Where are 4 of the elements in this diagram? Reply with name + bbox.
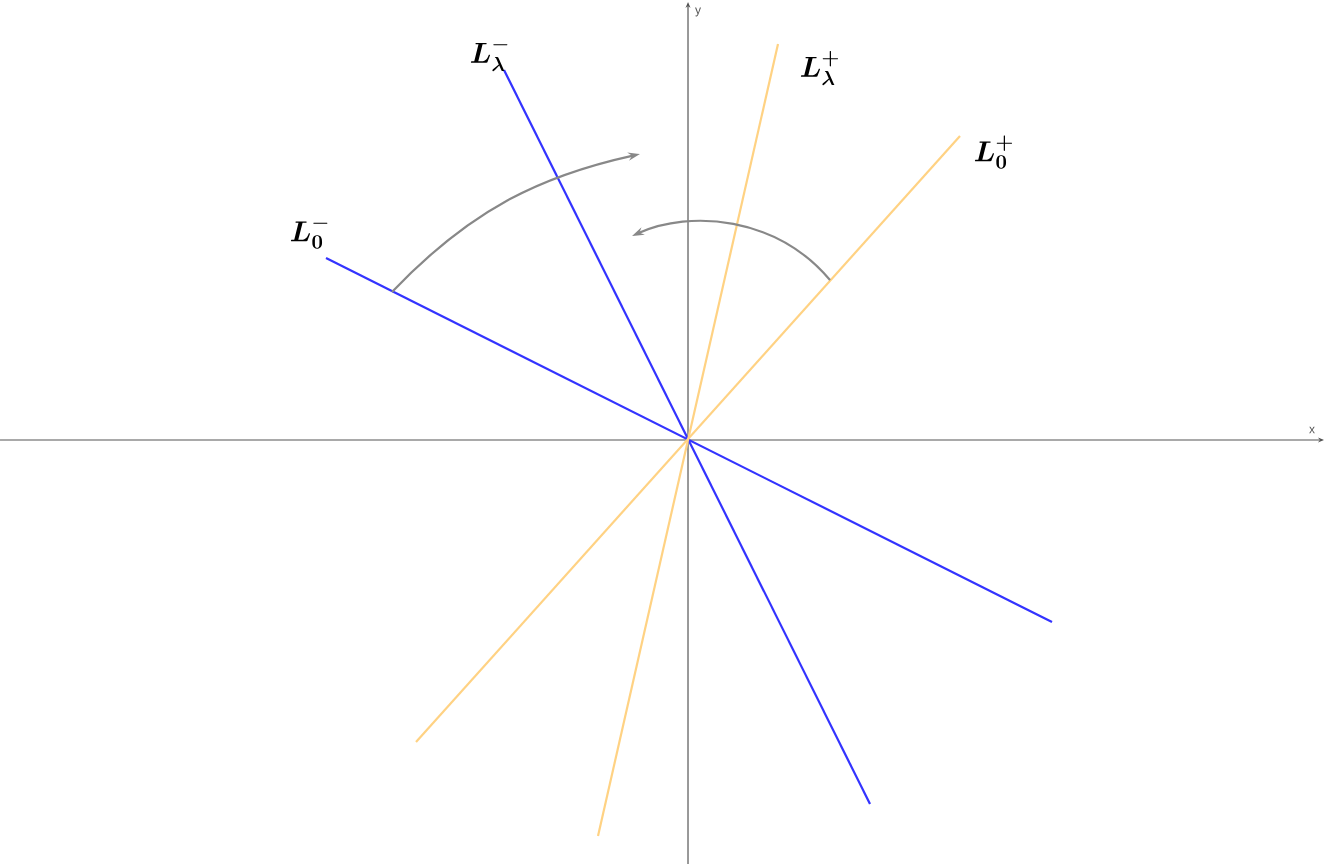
line-label: $L_0^-$ bbox=[290, 221, 328, 249]
line-label: $L_0^+$ bbox=[974, 135, 1013, 169]
line-label: $L_\lambda^+$ bbox=[800, 51, 839, 86]
line-label: $L_\lambda^-$ bbox=[470, 42, 508, 72]
